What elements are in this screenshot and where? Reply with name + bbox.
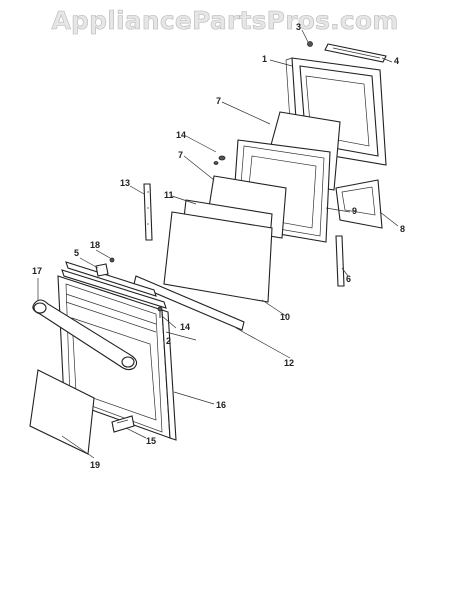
callout-7a: 7 [216, 96, 221, 106]
callout-labels: 1 2 3 4 5 6 7 7 8 9 10 11 12 13 14 14 15… [32, 22, 405, 470]
callout-16: 16 [216, 400, 226, 410]
callout-4: 4 [394, 56, 399, 66]
callout-11: 11 [164, 190, 174, 200]
part-bottom-trim-strip [133, 275, 245, 331]
part-screw-top [307, 41, 313, 47]
callout-15: 15 [146, 436, 156, 446]
callout-13: 13 [120, 178, 130, 188]
part-clip-upper [213, 155, 226, 165]
callout-1: 1 [262, 54, 267, 64]
callout-18: 18 [90, 240, 100, 250]
callout-10: 10 [280, 312, 290, 322]
part-screw-18 [109, 257, 115, 263]
leader-lines [37, 29, 399, 459]
callout-7b: 7 [178, 150, 183, 160]
part-outer-glass [163, 211, 273, 303]
callout-14a: 14 [176, 130, 186, 140]
part-side-bracket-left [143, 183, 153, 241]
part-bottom-vent-trim [335, 179, 383, 229]
callout-2: 2 [166, 336, 171, 346]
callout-9: 9 [352, 206, 357, 216]
callout-14b: 14 [180, 322, 190, 332]
part-door-top-trim [61, 261, 167, 309]
callout-5: 5 [74, 248, 79, 258]
part-screw-lower [157, 306, 163, 318]
callout-19: 19 [90, 460, 100, 470]
watermark-logo: AppliancePartsPros.com [51, 6, 399, 36]
callout-17: 17 [32, 266, 42, 276]
callout-3: 3 [296, 22, 301, 32]
part-top-vent-trim [324, 43, 387, 63]
part-small-plate [95, 263, 109, 277]
part-side-bracket-right [335, 235, 345, 287]
callout-8: 8 [400, 224, 405, 234]
callout-6: 6 [346, 274, 351, 284]
part-door-handle [32, 299, 138, 371]
callout-12: 12 [284, 358, 294, 368]
part-hinge-bracket [111, 415, 135, 433]
